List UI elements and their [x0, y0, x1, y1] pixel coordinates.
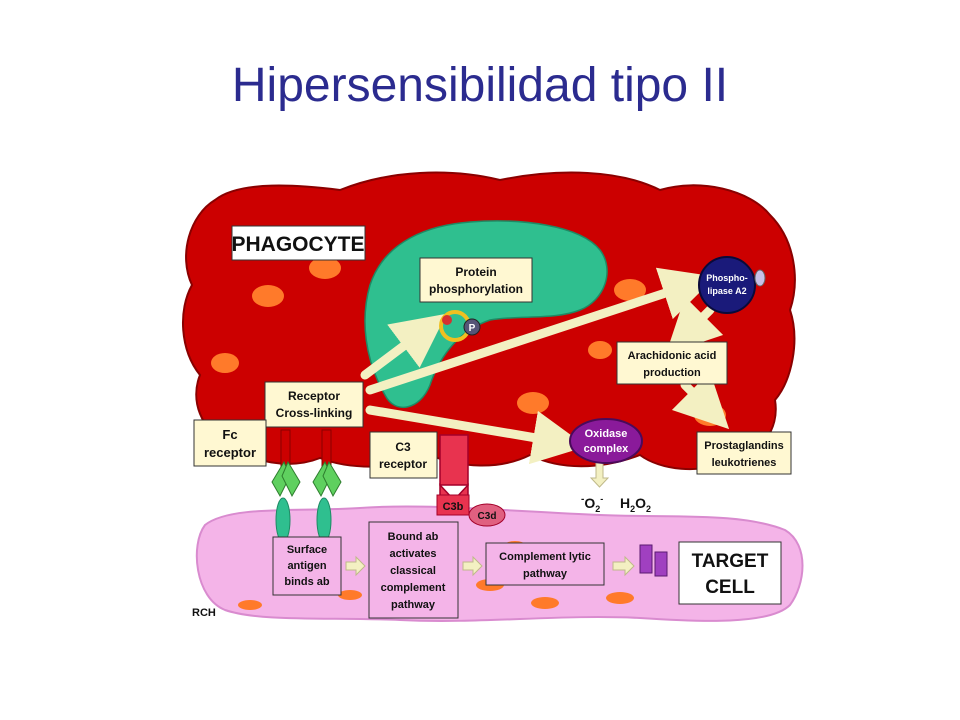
- membrane-attack-complex: [639, 544, 668, 577]
- svg-text:Protein: Protein: [455, 265, 496, 279]
- svg-text:PHAGOCYTE: PHAGOCYTE: [231, 233, 364, 256]
- arrow-arachidonic-to-prosta: [671, 371, 730, 430]
- svg-text:Bound ab: Bound ab: [388, 531, 439, 543]
- label-fc-receptor: Fc receptor: [193, 419, 267, 467]
- label-superoxide: -O2-: [581, 494, 603, 514]
- svg-text:antigen: antigen: [287, 560, 326, 572]
- svg-text:Prostaglandins: Prostaglandins: [704, 440, 783, 452]
- svg-text:C3: C3: [395, 440, 411, 454]
- svg-text:Receptor: Receptor: [288, 389, 340, 403]
- label-receptor-cross-linking: Receptor Cross-linking: [264, 381, 364, 428]
- svg-text:complement: complement: [381, 582, 446, 594]
- pathway-arrows: [360, 267, 730, 465]
- svg-text:production: production: [643, 367, 701, 379]
- phosphorylated-protein: P: [439, 310, 481, 342]
- svg-text:Surface: Surface: [287, 544, 327, 556]
- fc-receptor-antibody-right: [312, 429, 342, 543]
- svg-text:Arachidonic acid: Arachidonic acid: [628, 350, 717, 362]
- label-phagocyte: PHAGOCYTE: [231, 225, 366, 261]
- label-surface-antigen: Surface antigen binds ab: [272, 536, 342, 596]
- svg-text:phosphorylation: phosphorylation: [429, 282, 523, 296]
- svg-text:lipase A2: lipase A2: [707, 286, 746, 296]
- svg-text:C3d: C3d: [478, 511, 497, 522]
- arrow-receptor-to-phospholipase: [365, 267, 716, 395]
- label-prostaglandins-leukotrienes: Prostaglandins leukotrienes: [696, 431, 792, 475]
- label-c3b: C3b: [436, 494, 470, 516]
- label-target-cell: TARGET CELL: [678, 541, 782, 605]
- label-arachidonic-acid-production: Arachidonic acid production: [616, 341, 728, 385]
- arrow-receptor-to-protein: [360, 313, 447, 380]
- label-bound-ab: Bound ab activates classical complement …: [368, 521, 459, 619]
- svg-text:CELL: CELL: [705, 577, 755, 598]
- label-c3d: C3d: [468, 503, 506, 527]
- label-oxidase-complex: Oxidase complex: [569, 418, 643, 464]
- svg-text:Cross-linking: Cross-linking: [276, 406, 353, 420]
- svg-text:TARGET: TARGET: [692, 551, 769, 572]
- svg-text:leukotrienes: leukotrienes: [712, 457, 777, 469]
- label-complement-lytic-pathway: Complement lytic pathway: [485, 542, 605, 586]
- svg-text:-O2-: -O2-: [581, 494, 603, 514]
- svg-text:Fc: Fc: [222, 427, 237, 442]
- label-phospholipase-a2: Phospho- lipase A2: [698, 256, 766, 314]
- svg-text:pathway: pathway: [523, 568, 568, 580]
- svg-text:activates: activates: [389, 548, 436, 560]
- svg-text:H2O2: H2O2: [620, 495, 651, 514]
- membrane-arrows: [345, 462, 635, 577]
- svg-text:classical: classical: [390, 565, 436, 577]
- svg-text:receptor: receptor: [379, 457, 427, 471]
- label-c3-receptor: C3 receptor: [369, 431, 438, 479]
- credit-label: RCH: [192, 607, 216, 619]
- svg-text:Oxidase: Oxidase: [585, 428, 628, 440]
- label-hydrogen-peroxide: H2O2: [620, 495, 651, 514]
- arrow-phospholipase-to-arachidonic: [665, 296, 724, 355]
- svg-text:Phospho-: Phospho-: [706, 273, 748, 283]
- svg-text:receptor: receptor: [204, 445, 256, 460]
- arrow-receptor-to-oxidase: [365, 405, 587, 465]
- page-title: Hipersensibilidad tipo II: [231, 59, 729, 112]
- svg-text:pathway: pathway: [391, 599, 436, 611]
- svg-text:Complement lytic: Complement lytic: [499, 551, 591, 563]
- svg-text:C3b: C3b: [443, 501, 464, 513]
- svg-text:binds ab: binds ab: [284, 576, 330, 588]
- svg-text:P: P: [469, 323, 476, 334]
- svg-text:complex: complex: [584, 443, 630, 455]
- label-protein-phosphorylation: Protein phosphorylation: [419, 257, 533, 303]
